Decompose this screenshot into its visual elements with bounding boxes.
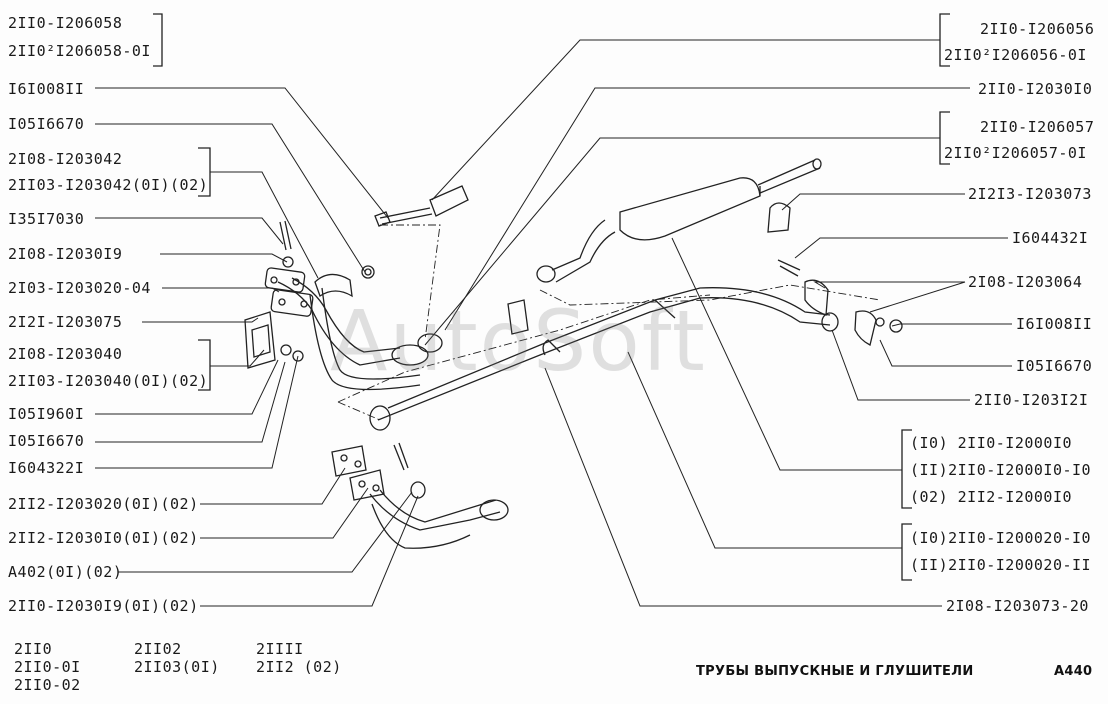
intermediate-pipe bbox=[369, 287, 831, 431]
right-label: 2II0²I206057-0I bbox=[944, 144, 1087, 162]
left-label: 2II2-I203020(0I)(02) bbox=[8, 495, 199, 513]
front-exhaust-pipe bbox=[277, 277, 443, 391]
model-label: 2II03(0I) bbox=[134, 658, 220, 676]
right-label: I604432I bbox=[1012, 229, 1089, 247]
left-label: 2II2-I2030I0(0I)(02) bbox=[8, 529, 199, 547]
left-label: I05I6670 bbox=[8, 432, 85, 450]
rear-muffler bbox=[536, 158, 822, 283]
left-label: I6I008II bbox=[8, 80, 85, 98]
left-label: 2I08-I203040 bbox=[8, 345, 123, 363]
right-label: (II)2II0-I2000I0-I0 bbox=[910, 461, 1092, 479]
right-label: I05I6670 bbox=[1016, 357, 1093, 375]
page-title: ТРУБЫ ВЫПУСКНЫЕ И ГЛУШИТЕЛИ bbox=[696, 664, 974, 679]
model-label: 2II0-02 bbox=[14, 676, 81, 694]
model-label: 2II0 bbox=[14, 640, 53, 658]
left-label: 2II03-I203040(0I)(02) bbox=[8, 372, 209, 390]
left-label: I05I6670 bbox=[8, 115, 85, 133]
right-label: 2II0²I206056-0I bbox=[944, 46, 1087, 64]
left-label: 2I2I-I203075 bbox=[8, 313, 123, 331]
left-label: 2II0²I206058-0I bbox=[8, 42, 151, 60]
bolts-and-nuts bbox=[279, 185, 469, 298]
right-label: 2II0-I2030I0 bbox=[978, 80, 1093, 98]
model-label: 2II0-0I bbox=[14, 658, 81, 676]
watermark: AutoSoft bbox=[330, 292, 707, 390]
model-label: 2II2 (02) bbox=[256, 658, 342, 676]
right-label: (II)2II0-I200020-II bbox=[910, 556, 1092, 574]
right-label: 2II0-I206056 bbox=[980, 20, 1095, 38]
left-label: 2I08-I203042 bbox=[8, 150, 123, 168]
right-label: 2I08-I203064 bbox=[968, 273, 1083, 291]
left-label: I35I7030 bbox=[8, 210, 85, 228]
flange-gaskets bbox=[244, 267, 314, 369]
left-label: I05I960I bbox=[8, 405, 85, 423]
right-label: 2I08-I203073-20 bbox=[946, 597, 1089, 615]
hangers-and-clamps bbox=[507, 202, 903, 346]
alt-front-pipe bbox=[331, 442, 509, 549]
right-label: 2I2I3-I203073 bbox=[968, 185, 1092, 203]
left-label: 2I08-I2030I9 bbox=[8, 245, 123, 263]
right-label: (02) 2II2-I2000I0 bbox=[910, 488, 1073, 506]
leader-lines-right bbox=[424, 39, 1012, 607]
left-label: 2II0-I2030I9(0I)(02) bbox=[8, 597, 199, 615]
model-label: 2IIII bbox=[256, 640, 304, 658]
left-label: 2I03-I203020-04 bbox=[8, 279, 151, 297]
page-code: A440 bbox=[1054, 664, 1093, 679]
right-label: (I0) 2II0-I2000I0 bbox=[910, 434, 1073, 452]
right-label: (I0)2II0-I200020-I0 bbox=[910, 529, 1092, 547]
left-label: A402(0I)(02) bbox=[8, 563, 123, 581]
right-label: 2II0-I206057 bbox=[980, 118, 1095, 136]
model-label: 2II02 bbox=[134, 640, 182, 658]
left-label: 2II0-I206058 bbox=[8, 14, 123, 32]
left-label: I604322I bbox=[8, 459, 85, 477]
assembly-plane bbox=[337, 224, 881, 421]
right-label: I6I008II bbox=[1016, 315, 1093, 333]
right-label: 2II0-I203I2I bbox=[974, 391, 1089, 409]
left-label: 2II03-I203042(0I)(02) bbox=[8, 176, 209, 194]
